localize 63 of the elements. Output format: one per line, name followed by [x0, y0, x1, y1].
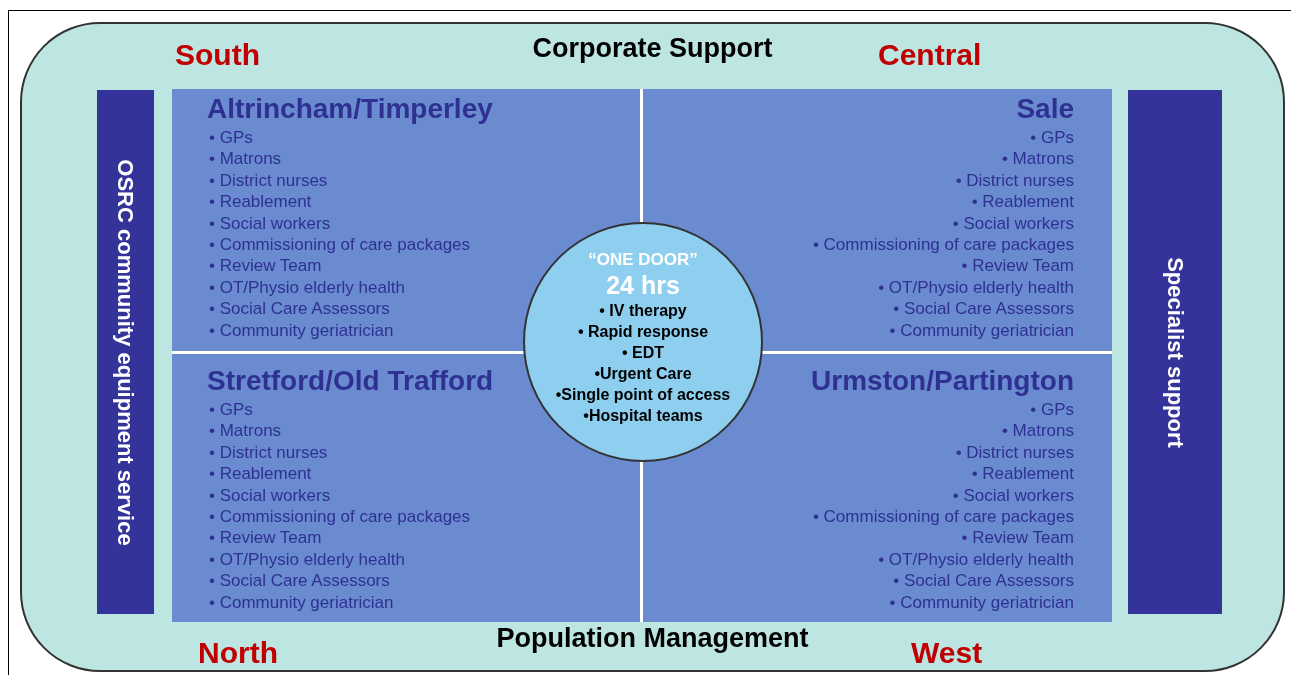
area-heading: Urmston/Partington	[811, 364, 1074, 398]
service-item: •Hospital teams	[583, 406, 703, 426]
service-item: • OT/Physio elderly health	[878, 548, 1074, 571]
area-heading: Stretford/Old Trafford	[207, 364, 494, 398]
side-bar-label: OSRC community equipment service	[112, 158, 139, 546]
service-item: • District nurses	[955, 441, 1074, 464]
service-item: • Reablement	[971, 463, 1074, 485]
service-item: • OT/Physio elderly health	[208, 276, 405, 299]
service-item: • EDT	[621, 343, 664, 363]
service-item: • Review Team	[208, 255, 322, 277]
region-label: West	[911, 635, 983, 671]
service-item: •Urgent Care	[594, 364, 692, 384]
service-item: • Rapid response	[577, 322, 709, 342]
service-item: • District nurses	[955, 169, 1074, 192]
service-item: • District nurses	[208, 441, 328, 464]
side-bar-label: Specialist support	[1161, 256, 1189, 448]
service-item: • District nurses	[208, 169, 328, 192]
service-item: • IV therapy	[599, 301, 687, 321]
service-item: • Social workers	[208, 212, 331, 235]
service-item: • Community geriatrician	[889, 319, 1074, 342]
service-item: • Review Team	[208, 527, 322, 549]
rounded-band	[20, 22, 1285, 672]
service-item: • Reablement	[971, 191, 1074, 213]
service-item: • Matrons	[1001, 148, 1074, 170]
service-item: • Social workers	[208, 484, 331, 507]
service-item: • Review Team	[961, 527, 1074, 549]
service-item: • Matrons	[1001, 420, 1074, 442]
service-item: • Reablement	[208, 191, 312, 213]
service-item: • Social Care Assessors	[893, 298, 1074, 320]
region-label: Central	[878, 37, 982, 73]
side-bar	[97, 90, 154, 614]
service-item: • Matrons	[208, 148, 282, 170]
area-heading: Altrincham/Timperley	[207, 92, 493, 126]
circle-subheading: 24 hrs	[606, 270, 680, 300]
service-item: • Community geriatrician	[208, 591, 394, 614]
service-item: • Social workers	[952, 212, 1074, 235]
service-item: • Community geriatrician	[208, 319, 394, 342]
service-item: • OT/Physio elderly health	[878, 276, 1074, 299]
service-item: • Commissioning of care packages	[208, 234, 471, 256]
circle-heading: “ONE DOOR”	[588, 250, 698, 270]
band-heading: Population Management	[496, 621, 809, 655]
service-item: • Review Team	[961, 255, 1074, 277]
service-item: • GPs	[1030, 399, 1074, 421]
service-item: • Matrons	[208, 420, 282, 442]
service-item: •Single point of access	[555, 385, 731, 405]
area-heading: Sale	[1016, 92, 1074, 126]
side-bar	[1128, 90, 1222, 614]
service-item: • GPs	[1030, 127, 1074, 149]
region-label: South	[175, 37, 260, 73]
service-item: • Social Care Assessors	[893, 570, 1074, 592]
service-item: • GPs	[208, 127, 253, 149]
service-item: • OT/Physio elderly health	[208, 548, 405, 571]
service-item: • Commissioning of care packages	[812, 234, 1074, 256]
service-item: • Social Care Assessors	[208, 298, 390, 320]
service-item: • Commissioning of care packages	[812, 506, 1074, 528]
service-item: • Social Care Assessors	[208, 570, 390, 592]
service-item: • Community geriatrician	[889, 591, 1074, 614]
region-label: North	[198, 635, 278, 671]
band-heading: Corporate Support	[532, 32, 773, 65]
service-item: • Commissioning of care packages	[208, 506, 471, 528]
service-item: • Social workers	[952, 484, 1074, 507]
service-item: • GPs	[208, 399, 253, 421]
service-item: • Reablement	[208, 463, 312, 485]
